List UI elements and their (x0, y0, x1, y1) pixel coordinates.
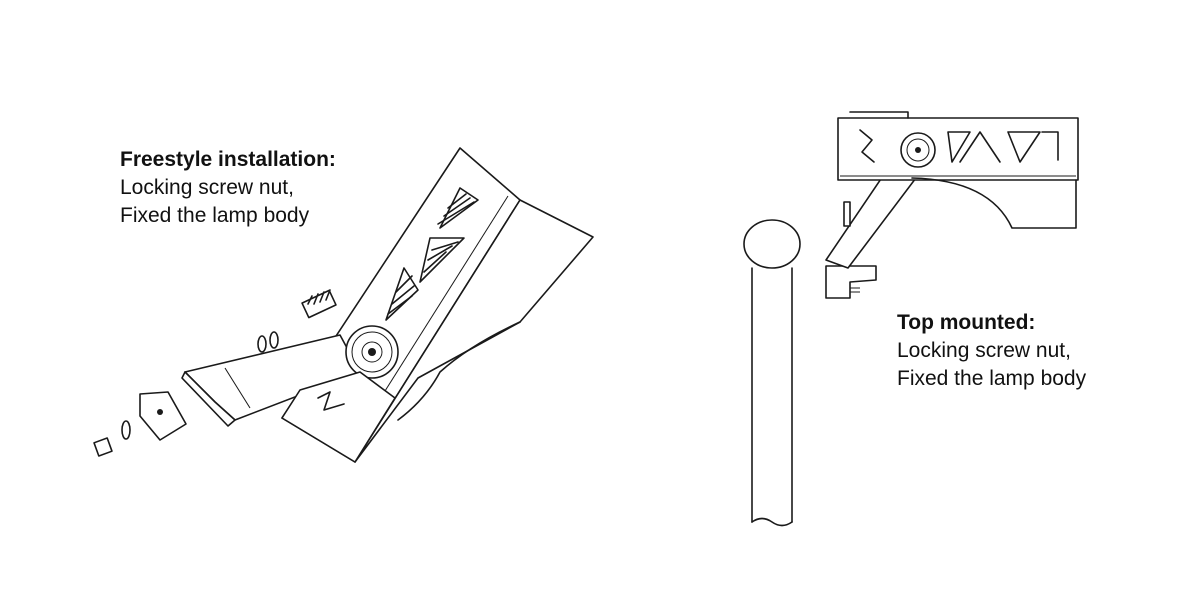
top-mounted-caption: Top mounted: Locking screw nut, Fixed th… (897, 309, 1086, 393)
freestyle-line-2: Fixed the lamp body (120, 204, 310, 227)
lower-plate (281, 371, 396, 463)
lamp-housing-curve (397, 321, 521, 421)
freestyle-lamp-assembly (93, 147, 594, 463)
rotation-dial (345, 325, 399, 379)
clamp-block (139, 391, 187, 441)
lamp-body (837, 111, 1079, 229)
loose-hardware (93, 289, 337, 457)
pole (743, 219, 801, 527)
bolt (301, 289, 337, 319)
pole-mount-plate (825, 265, 877, 299)
top-mounted-line-1: Locking screw nut, (897, 339, 1071, 362)
housing-cutouts (385, 187, 479, 321)
top-mounted-line-2: Fixed the lamp body (897, 367, 1087, 390)
washer-pair (257, 331, 279, 353)
top-mounted-assembly (743, 111, 1079, 527)
freestyle-heading: Freestyle installation: (120, 148, 336, 171)
top-mounted-heading: Top mounted: (897, 311, 1036, 334)
nut-and-washer (93, 420, 131, 457)
freestyle-line-1: Locking screw nut, (120, 176, 294, 199)
freestyle-caption: Freestyle installation: Locking screw nu… (120, 146, 336, 230)
